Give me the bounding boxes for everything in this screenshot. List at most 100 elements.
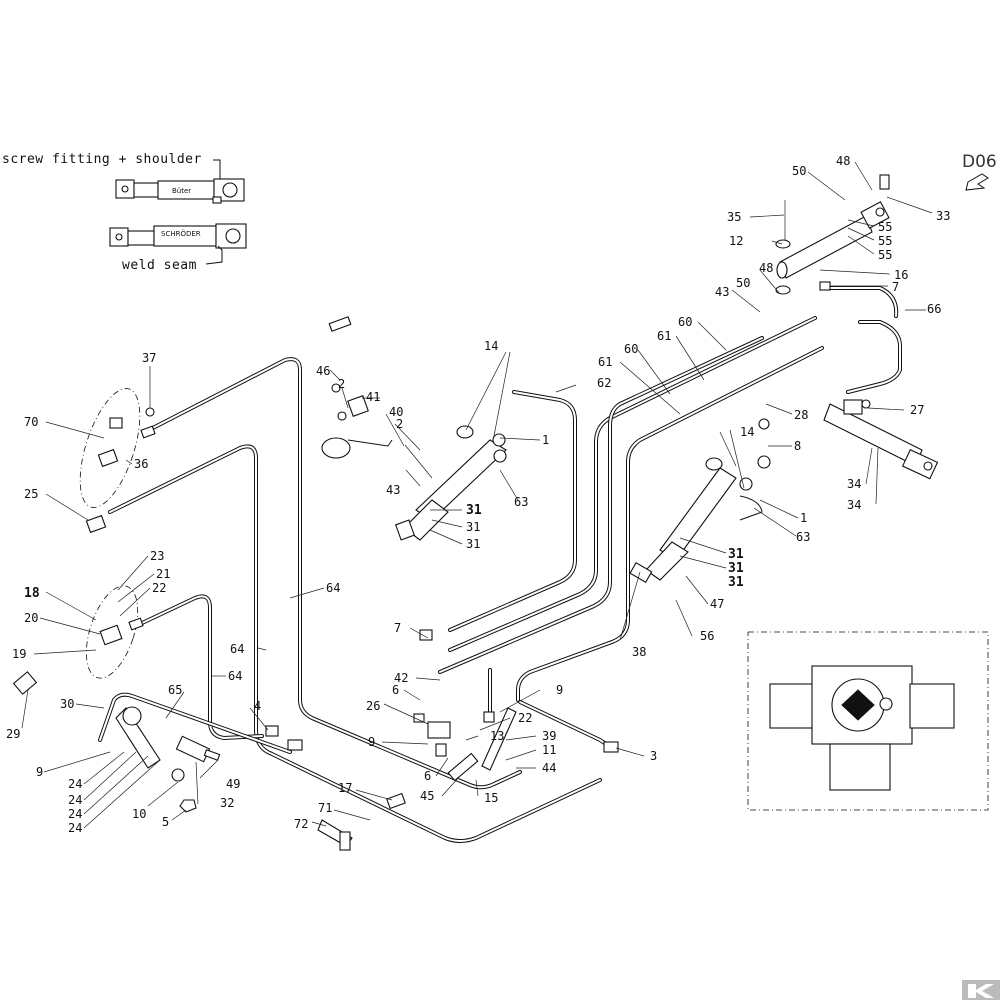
cylinder-top-right	[775, 174, 890, 295]
callout-66: 66	[927, 302, 941, 316]
callout-55: 55	[878, 234, 892, 248]
callout-70: 70	[24, 415, 38, 429]
callout-20: 20	[24, 611, 38, 625]
callout-16: 16	[894, 268, 908, 282]
callout-44: 44	[542, 761, 556, 775]
callout-32: 32	[220, 796, 234, 810]
callout-72: 72	[294, 817, 308, 831]
callout-36: 36	[134, 457, 148, 471]
annotation-weld-seam: weld seam	[122, 258, 197, 273]
callout-50: 50	[736, 276, 750, 290]
callout-23: 23	[150, 549, 164, 563]
callout-9: 9	[556, 683, 563, 697]
direction-arrow-icon	[965, 173, 989, 191]
callout-48: 48	[836, 154, 850, 168]
callout-43: 43	[715, 285, 729, 299]
cylinder-left	[394, 425, 507, 541]
callout-11: 11	[542, 743, 556, 757]
callout-40: 40	[389, 405, 403, 419]
callout-24: 24	[68, 793, 82, 807]
callout-18: 18	[24, 586, 40, 601]
callout-30: 30	[60, 697, 74, 711]
callout-9: 9	[368, 735, 375, 749]
callout-55: 55	[878, 248, 892, 262]
callout-28: 28	[794, 408, 808, 422]
callout-33: 33	[936, 209, 950, 223]
callout-24: 24	[68, 807, 82, 821]
callout-9: 9	[36, 765, 43, 779]
callout-labels: 50 48 35 12 33 55 55 55 16 7 48 50 43 66…	[6, 154, 950, 835]
fitting-detail-inset: screw fitting + shoulder Büter SCHRÖDER …	[2, 152, 247, 273]
callout-61: 61	[657, 329, 671, 343]
callout-31: 31	[466, 537, 480, 551]
callout-31: 31	[728, 561, 744, 576]
callout-2: 2	[338, 377, 345, 391]
callout-21: 21	[156, 567, 170, 581]
drawing-code: D06	[962, 152, 997, 172]
callout-19: 19	[12, 647, 26, 661]
callout-27: 27	[910, 403, 924, 417]
callout-17: 17	[338, 781, 352, 795]
callout-10: 10	[132, 807, 146, 821]
callout-62: 62	[597, 376, 611, 390]
callout-41: 41	[366, 390, 380, 404]
hose-group-40	[321, 395, 433, 479]
callout-34: 34	[847, 498, 861, 512]
callout-31: 31	[466, 503, 482, 518]
annotation-screw-fitting: screw fitting + shoulder	[2, 152, 202, 167]
callout-35: 35	[727, 210, 741, 224]
callout-47: 47	[710, 597, 724, 611]
callout-49: 49	[226, 777, 240, 791]
callout-60: 60	[678, 315, 692, 329]
callout-31: 31	[728, 575, 744, 590]
callout-38: 38	[632, 645, 646, 659]
callout-63: 63	[514, 495, 528, 509]
callout-2: 2	[396, 417, 403, 431]
callout-61: 61	[598, 355, 612, 369]
callout-64: 64	[326, 581, 340, 595]
callout-71: 71	[318, 801, 332, 815]
callout-5: 5	[162, 815, 169, 829]
cylinder-right-34	[823, 399, 939, 480]
cylinder-right	[629, 457, 763, 583]
callout-31: 31	[466, 520, 480, 534]
callout-3: 3	[650, 749, 657, 763]
callout-6: 6	[424, 769, 431, 783]
control-valve-group	[317, 316, 517, 851]
valve-group-18	[12, 585, 139, 695]
callout-22: 22	[152, 581, 166, 595]
callout-37: 37	[142, 351, 156, 365]
callout-56: 56	[700, 629, 714, 643]
callout-7: 7	[892, 280, 899, 294]
callout-63: 63	[796, 530, 810, 544]
callout-15: 15	[484, 791, 498, 805]
callout-60: 60	[624, 342, 638, 356]
callout-25: 25	[24, 487, 38, 501]
leader-lines	[21, 161, 933, 829]
callout-4: 4	[254, 699, 261, 713]
callout-64: 64	[228, 669, 242, 683]
callout-1: 1	[800, 511, 807, 525]
callout-8: 8	[794, 439, 801, 453]
callout-65: 65	[168, 683, 182, 697]
valve-group-70	[79, 388, 141, 508]
callout-13: 13	[490, 729, 504, 743]
callout-48: 48	[759, 261, 773, 275]
callout-26: 26	[366, 699, 380, 713]
ball-valve-group	[115, 706, 221, 813]
callout-34: 34	[847, 477, 861, 491]
callout-7: 7	[394, 621, 401, 635]
callout-24: 24	[68, 777, 82, 791]
callout-39: 39	[542, 729, 556, 743]
callout-14: 14	[740, 425, 754, 439]
callout-46: 46	[316, 364, 330, 378]
brand-buter: Büter	[172, 187, 191, 195]
hydraulic-lines	[98, 286, 902, 843]
callout-22: 22	[518, 711, 532, 725]
callout-45: 45	[420, 789, 434, 803]
callout-12: 12	[729, 234, 743, 248]
brand-schroder: SCHRÖDER	[161, 229, 201, 238]
callout-6: 6	[392, 683, 399, 697]
